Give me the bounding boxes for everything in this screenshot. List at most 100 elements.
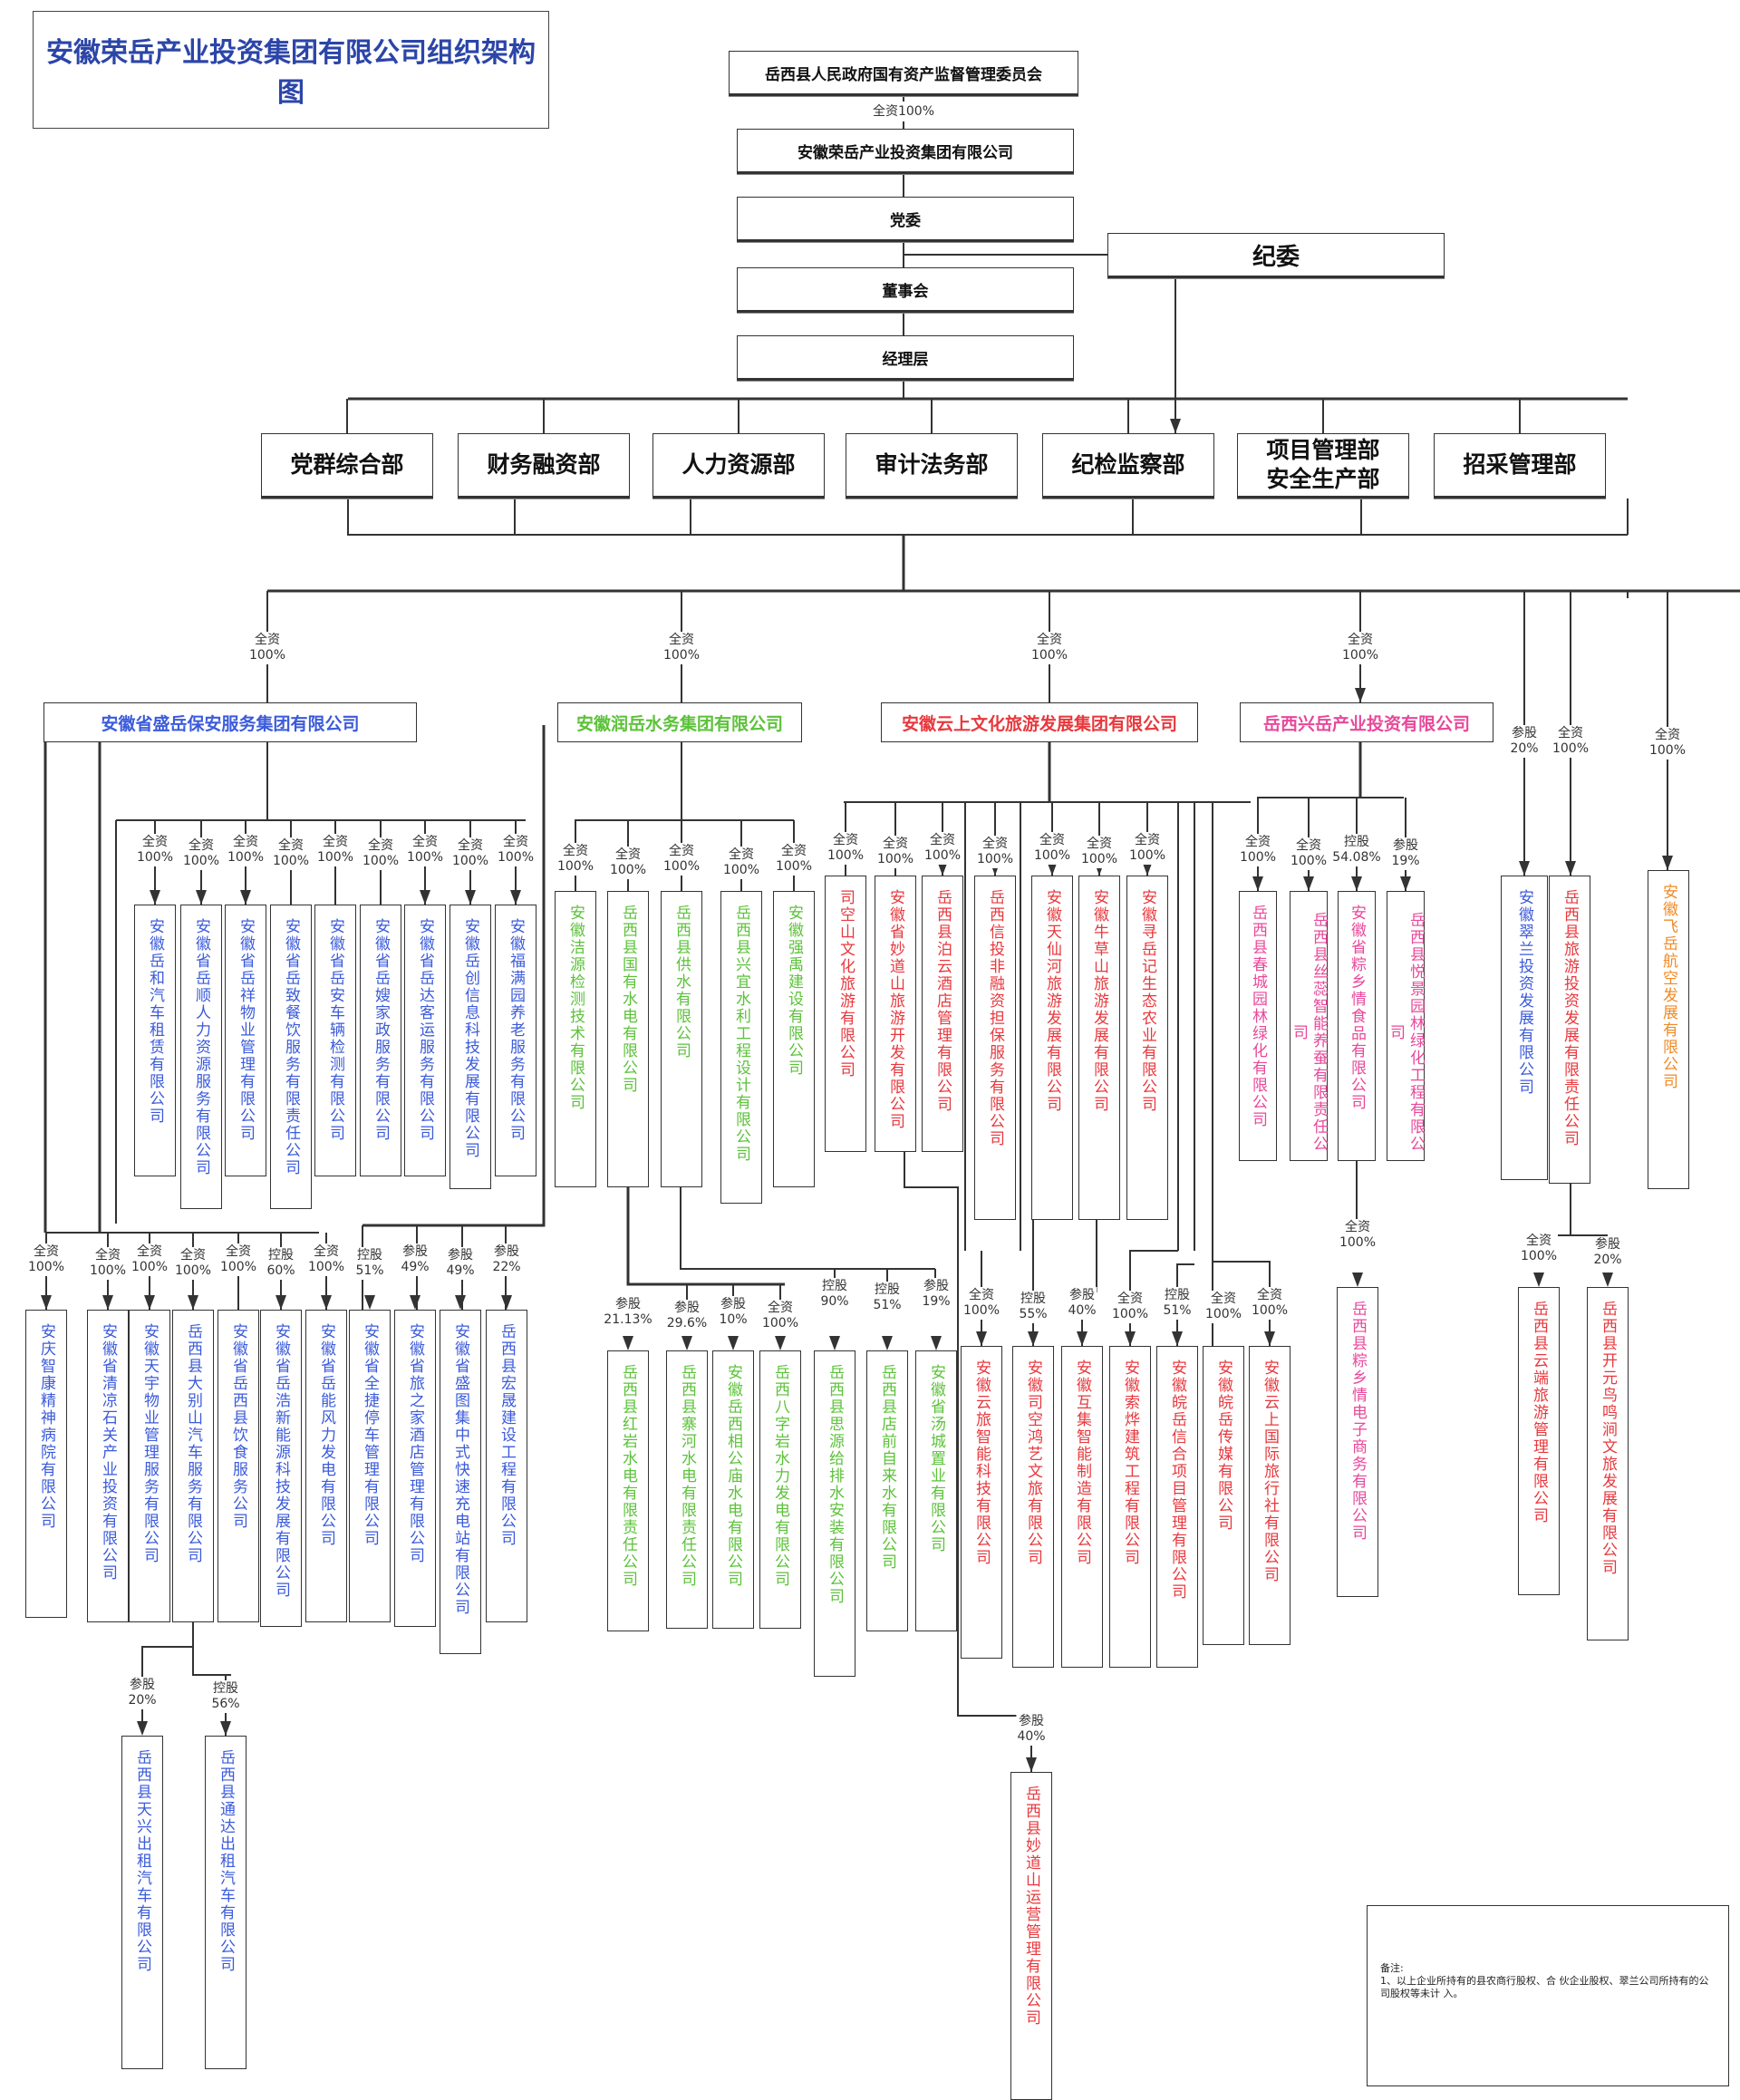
subsidiary-box[interactable]: 安徽天仙河旅游发展有限公司 — [1031, 876, 1073, 1220]
subsidiary-box[interactable]: 安庆智康精神病院有限公司 — [25, 1310, 67, 1618]
subsidiary-box[interactable]: 岳西县开元鸟鸣涧文旅发展有限公司 — [1587, 1287, 1629, 1640]
subsidiary-box[interactable]: 安徽省岳顺人力资源服务有限公司 — [180, 905, 222, 1209]
subsidiary-box[interactable]: 安徽云上国际旅行社有限公司 — [1249, 1346, 1290, 1645]
subsidiary-box[interactable]: 岳西县泊云酒店管理有限公司 — [922, 876, 963, 1152]
arrow-head-icon — [1565, 861, 1576, 876]
subsidiary-box[interactable]: 岳西县春城园林绿化有限公司 — [1239, 891, 1277, 1161]
subsidiary-box[interactable]: 岳西县宏晟建设工程有限公司 — [486, 1310, 527, 1622]
subsidiary-box[interactable]: 安徽皖岳信合项目管理有限公司 — [1156, 1346, 1198, 1668]
subsidiary-box[interactable]: 安徽云旅智能科技有限公司 — [961, 1346, 1002, 1659]
arrow-head-icon — [1400, 876, 1411, 891]
subsidiary-box[interactable]: 岳西县兴宜水利工程设计有限公司 — [720, 891, 762, 1204]
subsidiary-box[interactable]: 安徽省岳嫂家政服务有限公司 — [360, 905, 401, 1176]
subsidiary-box[interactable]: 岳西县妙道山运营管理有限公司 — [1010, 1772, 1052, 2100]
subsidiary-box[interactable]: 安徽互集智能制造有限公司 — [1061, 1346, 1103, 1668]
company-name: 岳西县妙道山运营管理有限公司 — [1022, 1785, 1040, 2027]
subsidiary-box[interactable]: 安徽省清凉石关产业投资有限公司 — [87, 1310, 129, 1622]
department-box[interactable]: 党群综合部 — [261, 433, 433, 498]
subsidiary-box[interactable]: 岳西县国有水电有限公司 — [607, 891, 649, 1187]
subsidiary-box[interactable]: 安徽天宇物业管理服务有限公司 — [129, 1310, 170, 1622]
parent-company-box[interactable]: 安徽荣岳产业投资集团有限公司 — [737, 129, 1074, 174]
subsidiary-box[interactable]: 安徽寻岳记生态农业有限公司 — [1126, 876, 1168, 1220]
department-box[interactable]: 人力资源部 — [652, 433, 825, 498]
subsidiary-box[interactable]: 岳西县思源给排水安装有限公司 — [814, 1350, 856, 1677]
subsidiary-box[interactable]: 岳西县悦景园林绿化工程有限公司 — [1387, 891, 1425, 1161]
group-box-g1[interactable]: 安徽省盛岳保安服务集团有限公司 — [44, 702, 417, 742]
board-box[interactable]: 董事会 — [737, 267, 1074, 313]
subsidiary-box[interactable]: 安徽省岳能风力发电有限公司 — [305, 1310, 347, 1622]
group-box-g3[interactable]: 安徽云上文化旅游发展集团有限公司 — [881, 702, 1198, 742]
subsidiary-box[interactable]: 安徽省岳祥物业管理有限公司 — [225, 905, 266, 1176]
regulator-box[interactable]: 岳西县人民政府国有资产监督管理委员会 — [729, 51, 1078, 96]
subsidiary-box[interactable]: 安徽省盛图集中式快速充电站有限公司 — [440, 1310, 481, 1654]
subsidiary-box[interactable]: 岳西县红岩水电有限责任公司 — [607, 1350, 649, 1631]
group-box-g4[interactable]: 岳西兴岳产业投资有限公司 — [1240, 702, 1494, 742]
subsidiary-box[interactable]: 安徽省妙道山旅游开发有限公司 — [875, 876, 916, 1152]
company-name: 岳西县云端旅游管理有限公司 — [1530, 1301, 1548, 1524]
subsidiary-box[interactable]: 安徽省粽乡情食品有限公司 — [1338, 891, 1376, 1161]
subsidiary-box[interactable]: 安徽岳和汽车租赁有限公司 — [134, 905, 176, 1176]
group-box-g2[interactable]: 安徽润岳水务集团有限公司 — [557, 702, 802, 742]
department-box[interactable]: 财务融资部 — [458, 433, 630, 498]
subsidiary-box[interactable]: 岳西县通达出租汽车有限公司 — [205, 1736, 246, 2069]
subsidiary-box[interactable]: 安徽岳西相公庙水电有限公司 — [712, 1350, 754, 1629]
subsidiary-box[interactable]: 安徽索烨建筑工程有限公司 — [1109, 1346, 1151, 1668]
department-box[interactable]: 审计法务部 — [846, 433, 1018, 498]
company-name: 安徽省岳致餐饮服务有限责任公司 — [282, 918, 300, 1176]
subsidiary-box[interactable]: 岳西县天兴出租汽车有限公司 — [121, 1736, 163, 2069]
company-name: 岳西县红岩水电有限责任公司 — [619, 1364, 637, 1588]
arrow-head-icon — [510, 890, 521, 905]
subsidiary-box[interactable]: 安徽省汤城置业有限公司 — [915, 1350, 957, 1631]
discipline-committee-box[interactable]: 纪委 — [1107, 233, 1445, 278]
company-name: 岳西县思源给排水安装有限公司 — [826, 1364, 844, 1605]
company-name: 安徽省粽乡情食品有限公司 — [1348, 905, 1366, 1111]
subsidiary-box[interactable]: 安徽省岳浩新能源科技发展有限公司 — [260, 1310, 302, 1627]
management-box[interactable]: 经理层 — [737, 335, 1074, 381]
connector-line — [680, 1187, 935, 1270]
subsidiary-box[interactable]: 岳西县丝蕊智能养蚕有限责任公司 — [1290, 891, 1328, 1161]
subsidiary-box[interactable]: 岳西县大别山汽车服务有限公司 — [172, 1310, 214, 1622]
direct-holding-box[interactable]: 安徽飞岳航空发展有限公司 — [1648, 870, 1689, 1189]
company-name: 岳西县宏晟建设工程有限公司 — [498, 1323, 516, 1547]
subsidiary-box[interactable]: 安徽岳创信息科技发展有限公司 — [450, 905, 491, 1189]
subsidiary-box[interactable]: 岳西八字岩水力发电有限公司 — [759, 1350, 801, 1629]
subsidiary-box[interactable]: 安徽福满园养老服务有限公司 — [495, 905, 536, 1176]
direct-holding-box[interactable]: 岳西县旅游投资发展有限责任公司 — [1549, 876, 1590, 1184]
subsidiary-box[interactable]: 安徽牛草山旅游发展有限公司 — [1078, 876, 1120, 1220]
subsidiary-box[interactable]: 岳西县云端旅游管理有限公司 — [1518, 1287, 1560, 1595]
subsidiary-box[interactable]: 安徽省岳达客运服务有限公司 — [404, 905, 446, 1176]
company-name: 安庆智康精神病院有限公司 — [37, 1323, 55, 1530]
subsidiary-box[interactable]: 岳西县寨河水电有限责任公司 — [666, 1350, 708, 1629]
subsidiary-box[interactable]: 安徽省旅之家酒店管理有限公司 — [394, 1310, 436, 1627]
subsidiary-box[interactable]: 司空山文化旅游有限公司 — [825, 876, 866, 1152]
subsidiary-box[interactable]: 安徽省全捷停车管理有限公司 — [349, 1310, 391, 1622]
department-box[interactable]: 招采管理部 — [1434, 433, 1606, 498]
subsidiary-box[interactable]: 岳西县供水有限公司 — [661, 891, 702, 1187]
department-box[interactable]: 项目管理部安全生产部 — [1237, 433, 1409, 498]
department-box[interactable]: 纪检监察部 — [1042, 433, 1214, 498]
subsidiary-box[interactable]: 安徽省岳西县饮食服务公司 — [218, 1310, 259, 1622]
subsidiary-box[interactable]: 岳西信投非融资担保服务有限公司 — [974, 876, 1016, 1220]
subsidiary-box[interactable]: 安徽省岳安车辆检测有限公司 — [314, 905, 356, 1176]
footnote-text: 1、以上企业所持有的县农商行股权、合 伙企业股权、翠兰公司所持有的公司股权等未计… — [1380, 1975, 1709, 1999]
subsidiary-box[interactable]: 安徽司空鸿艺文旅有限公司 — [1012, 1346, 1054, 1668]
subsidiary-box[interactable]: 安徽强禹建设有限公司 — [773, 891, 815, 1187]
subsidiary-box[interactable]: 安徽洁源检测技术有限公司 — [555, 891, 596, 1187]
direct-holding-box[interactable]: 安徽翠兰投资发展有限公司 — [1501, 876, 1548, 1180]
arrow-head-icon — [1028, 1331, 1039, 1346]
subsidiary-box[interactable]: 岳西县粽乡情电子商务有限公司 — [1337, 1287, 1378, 1597]
arrow-head-icon — [188, 1295, 198, 1310]
subsidiary-box[interactable]: 安徽省岳致餐饮服务有限责任公司 — [270, 905, 312, 1209]
subsidiary-box[interactable]: 岳西县店前自来水有限公司 — [866, 1350, 908, 1631]
subsidiary-box[interactable]: 安徽皖岳传媒有限公司 — [1203, 1346, 1244, 1645]
party-committee-box[interactable]: 党委 — [737, 197, 1074, 242]
